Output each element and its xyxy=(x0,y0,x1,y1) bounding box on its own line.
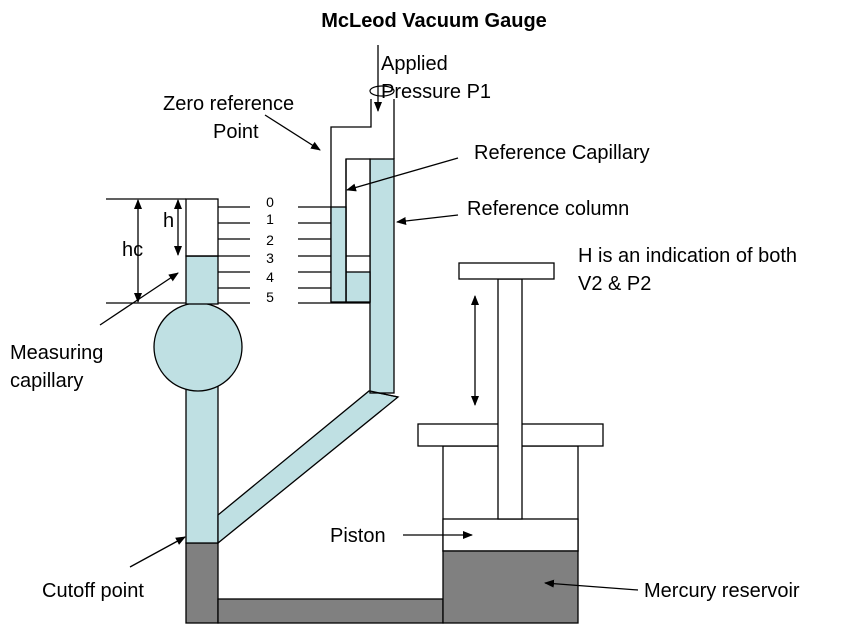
scale-tick-4: 4 xyxy=(266,269,274,285)
scale-lines-left xyxy=(186,206,250,304)
reference-capillary-fluid xyxy=(345,271,371,303)
cutoff-point-label: Cutoff point xyxy=(42,580,144,602)
piston-rod xyxy=(497,278,523,520)
tube-joint-line xyxy=(369,390,399,398)
applied-pressure-label-2: Pressure P1 xyxy=(381,81,491,103)
reference-column-label: Reference column xyxy=(467,198,629,220)
piston-handle xyxy=(458,262,555,280)
mercury-cutoff-column xyxy=(185,542,219,624)
measuring-lower-tube xyxy=(185,374,219,544)
measuring-bulb xyxy=(153,302,243,392)
measuring-capillary-label-2: capillary xyxy=(10,370,83,392)
reference-column xyxy=(369,158,395,394)
h-indication-label-2: V2 & P2 xyxy=(578,273,651,295)
cutoff-point-arrow xyxy=(129,536,186,568)
mercury-reservoir xyxy=(442,550,579,624)
mercury-reservoir-label: Mercury reservoir xyxy=(644,580,800,602)
piston-label: Piston xyxy=(330,525,386,547)
applied-pressure-label-1: Applied xyxy=(381,53,448,75)
scale-tick-1: 1 xyxy=(266,211,274,227)
mercury-reservoir-arrow xyxy=(544,579,639,591)
mercury-connecting-pipe xyxy=(217,598,444,624)
zero-reference-arrow xyxy=(264,114,321,151)
measuring-capillary-label-1: Measuring xyxy=(10,342,103,364)
reference-capillary-arrow xyxy=(346,157,459,192)
zero-reference-label-1: Zero reference xyxy=(163,93,294,115)
h-label: h xyxy=(163,210,174,232)
scale-lines-right xyxy=(298,206,370,304)
measuring-capillary-fluid xyxy=(185,255,219,305)
scale-tick-3: 3 xyxy=(266,250,274,266)
measuring-capillary-arrow xyxy=(99,272,179,326)
zero-reference-label-2: Point xyxy=(213,121,259,143)
hc-label: hc xyxy=(122,239,143,261)
scale-tick-2: 2 xyxy=(266,232,274,248)
diagram-title: McLeod Vacuum Gauge xyxy=(321,10,547,32)
pressure-inlet-ellipse xyxy=(369,85,395,97)
reference-column-arrow xyxy=(396,214,459,225)
scale-tick-0: 0 xyxy=(266,194,274,210)
h-indication-label-1: H is an indication of both xyxy=(578,245,797,267)
measuring-capillary-empty xyxy=(185,198,219,257)
diagonal-connecting-tube xyxy=(217,390,400,545)
reference-capillary-label: Reference Capillary xyxy=(474,142,650,164)
scale-tick-5: 5 xyxy=(266,289,274,305)
zero-reference-fluid xyxy=(330,206,347,303)
